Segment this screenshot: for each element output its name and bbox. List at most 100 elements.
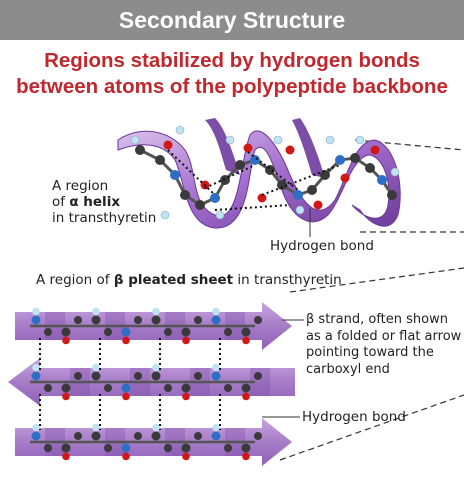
subtitle: Regions stabilized by hydrogen bonds bet… [0, 48, 464, 100]
backbone-atom [151, 315, 161, 325]
backbone-atom [254, 432, 262, 440]
backbone-atom [224, 444, 232, 452]
backbone-atom [194, 372, 202, 380]
backbone-atom [104, 384, 112, 392]
side-atom [122, 336, 130, 345]
helix-label-line-3: in transthyretin [52, 210, 157, 226]
backbone-atom [61, 443, 71, 453]
strand-description: β strand, often shown as a folded or fla… [306, 312, 461, 378]
backbone-atom [121, 327, 131, 337]
backbone-atom [181, 327, 191, 337]
side-atom [182, 336, 190, 345]
backbone-atom [164, 384, 172, 392]
strand-description-line-2: as a folded or flat arrow [306, 328, 462, 344]
backbone-atom [31, 315, 41, 325]
side-atom [242, 336, 250, 345]
sheet-heading: A region of β pleated sheet in transthyr… [36, 272, 342, 288]
backbone-atom [61, 327, 71, 337]
backbone-atom [31, 431, 41, 441]
backbone-atom [181, 443, 191, 453]
helix-hbond-label: Hydrogen bond [270, 238, 374, 254]
strand-description-line-4: carboxyl end [306, 361, 390, 377]
alpha-helix-ribbon [117, 118, 401, 229]
backbone-atom [134, 372, 142, 380]
helix-atoms [130, 125, 400, 220]
sheet-heading-post: in transthyretin [233, 272, 342, 288]
helix-label-of: of [52, 194, 70, 210]
sheet-heading-pre: A region of [36, 272, 114, 288]
backbone-atom [151, 371, 161, 381]
side-atom [242, 452, 250, 461]
side-atom [62, 336, 70, 345]
helix-hydrogen-bonds [167, 149, 341, 211]
backbone-atom [181, 383, 191, 393]
side-atom [182, 392, 190, 401]
side-atom [212, 307, 220, 316]
backbone-atom [211, 315, 221, 325]
backbone-atom [164, 444, 172, 452]
side-atom [32, 363, 40, 372]
helix-label-greek: α [69, 194, 79, 210]
side-atom [122, 392, 130, 401]
backbone-atom [74, 372, 82, 380]
backbone-atom [224, 328, 232, 336]
sheet-hydrogen-bonds [39, 338, 221, 430]
side-atom [32, 423, 40, 432]
subtitle-line-2: between atoms of the polypeptide backbon… [16, 75, 448, 98]
sheet-atoms [30, 307, 262, 461]
side-atom [92, 363, 100, 372]
side-atom [212, 363, 220, 372]
side-atom [152, 423, 160, 432]
backbone-atom [104, 444, 112, 452]
side-atom [32, 307, 40, 316]
backbone-atom [151, 431, 161, 441]
side-atom [182, 452, 190, 461]
backbone-atom [104, 328, 112, 336]
backbone-atom [254, 372, 262, 380]
backbone-atom [254, 316, 262, 324]
sheet-hbond-label: Hydrogen bond [302, 409, 406, 425]
backbone-atom [74, 316, 82, 324]
backbone-atom [134, 432, 142, 440]
backbone-atom [134, 316, 142, 324]
side-atom [62, 392, 70, 401]
backbone-atom [44, 444, 52, 452]
backbone-atom [241, 443, 251, 453]
helix-label: A region of α helix in transthyretin [52, 178, 156, 226]
backbone-atom [44, 328, 52, 336]
backbone-atom [74, 432, 82, 440]
backbone-atom [224, 384, 232, 392]
side-atom [212, 423, 220, 432]
backbone-atom [121, 443, 131, 453]
helix-label-line-2: of α helix [52, 194, 156, 210]
backbone-atom [211, 431, 221, 441]
side-atom [152, 363, 160, 372]
backbone-atom [44, 384, 52, 392]
side-atom [122, 452, 130, 461]
backbone-atom [61, 383, 71, 393]
side-atom [92, 307, 100, 316]
side-atom [152, 307, 160, 316]
strand-description-line-3: pointing toward the [306, 345, 434, 360]
sheet-heading-bold: β pleated sheet [113, 272, 234, 288]
backbone-atom [194, 316, 202, 324]
subtitle-line-1: Regions stabilized by hydrogen bonds [44, 49, 420, 72]
helix-label-bold: helix [78, 194, 121, 210]
backbone-atom [164, 328, 172, 336]
backbone-atom [194, 432, 202, 440]
backbone-atom [91, 371, 101, 381]
side-atom [92, 423, 100, 432]
strand-description-line-1: β strand, often shown [306, 312, 448, 327]
zoom-guide-lines [279, 139, 464, 461]
backbone-atom [211, 371, 221, 381]
side-atom [62, 452, 70, 461]
backbone-atom [91, 431, 101, 441]
helix-label-line-1: A region [52, 178, 109, 194]
backbone-atom [241, 327, 251, 337]
backbone-atom [31, 371, 41, 381]
backbone-atom [121, 383, 131, 393]
section-banner: Secondary Structure [0, 0, 464, 40]
backbone-atom [241, 383, 251, 393]
side-atom [242, 392, 250, 401]
